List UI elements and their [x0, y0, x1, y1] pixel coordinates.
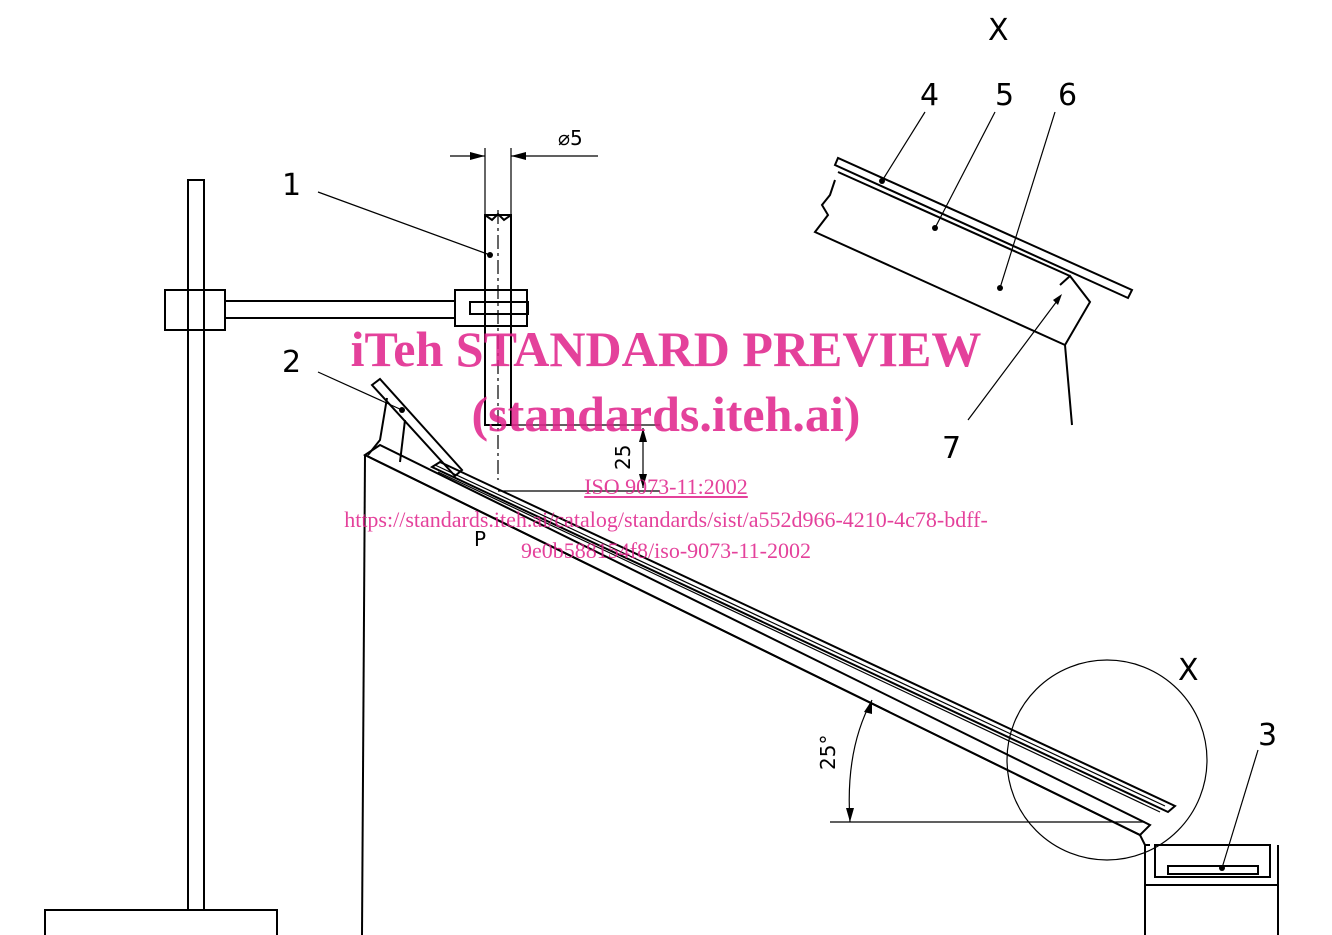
leader-6: [999, 111, 1056, 289]
leader-5: [934, 111, 996, 229]
leader-7: [967, 296, 1061, 421]
watermark-url-line-1[interactable]: https://standards.iteh.ai/catalog/standa…: [344, 507, 988, 532]
point-p-label: P: [474, 527, 486, 551]
height-arrow-top: [639, 428, 647, 442]
detail-specimen: [833, 156, 1134, 300]
top-clamp-bar: [370, 377, 464, 478]
fabric-layer-2: [437, 471, 1161, 813]
top-clamp-bracket-a: [367, 397, 388, 456]
stand-rod: [187, 179, 205, 911]
angle-label: 25°: [816, 735, 840, 770]
inclined-board: [362, 443, 1152, 837]
test-specimen: [429, 460, 1177, 814]
watermark-site: (standards.iteh.ai): [471, 386, 861, 442]
arrow-7: [1053, 294, 1062, 305]
diameter-label: ⌀5: [558, 126, 583, 150]
support-left: [361, 454, 366, 935]
nozzle-break: [484, 212, 512, 222]
leader-3: [1221, 749, 1259, 869]
dot-1: [487, 252, 493, 258]
angle-arrow-bottom: [846, 808, 854, 822]
item-4-label: 4: [920, 78, 939, 113]
watermark-url-line-2[interactable]: 9e0b588154f8/iso-9073-11-2002: [520, 538, 812, 563]
angle-arrow-top: [864, 700, 872, 714]
watermark-standard-link[interactable]: ISO 9073-11:2002: [584, 474, 748, 499]
height-label: 25: [611, 445, 635, 470]
dot-2: [399, 407, 405, 413]
rod-clamp: [164, 289, 226, 331]
item-1-label: 1: [282, 168, 301, 203]
holder-slot: [469, 301, 529, 315]
dia-arrow-right: [511, 152, 526, 160]
dia-arrow-left: [470, 152, 485, 160]
detail-layer: [837, 171, 1071, 277]
leader-1: [317, 191, 491, 256]
top-clamp-bracket-b: [399, 419, 406, 463]
item-5-label: 5: [995, 78, 1014, 113]
dot-4: [879, 178, 885, 184]
stand-base: [44, 909, 278, 935]
item-7-label: 7: [942, 431, 961, 466]
item-2-label: 2: [282, 345, 301, 380]
leader-2: [317, 371, 403, 411]
leader-4: [881, 111, 926, 182]
item-3-label: 3: [1258, 718, 1277, 753]
detail-circle: [1006, 659, 1208, 861]
height-arrow-bottom: [639, 474, 647, 488]
slope-end: [1139, 834, 1146, 846]
support-slope: [366, 455, 1141, 836]
watermark-title: iTeh STANDARD PREVIEW: [350, 321, 982, 377]
item-6-label: 6: [1058, 78, 1077, 113]
dot-3: [1219, 865, 1225, 871]
fabric-layer-1: [434, 464, 1166, 807]
detail-x-top-label: X: [988, 13, 1009, 48]
collecting-tray: [1154, 844, 1271, 878]
dot-5: [932, 225, 938, 231]
dot-6: [997, 285, 1003, 291]
angle-arc: [848, 699, 873, 823]
blotting-paper: [1167, 865, 1259, 875]
tray-left-wall: [1144, 844, 1150, 935]
detail-board-end: [1059, 274, 1092, 346]
detail-x-circle-label: X: [1178, 653, 1199, 688]
